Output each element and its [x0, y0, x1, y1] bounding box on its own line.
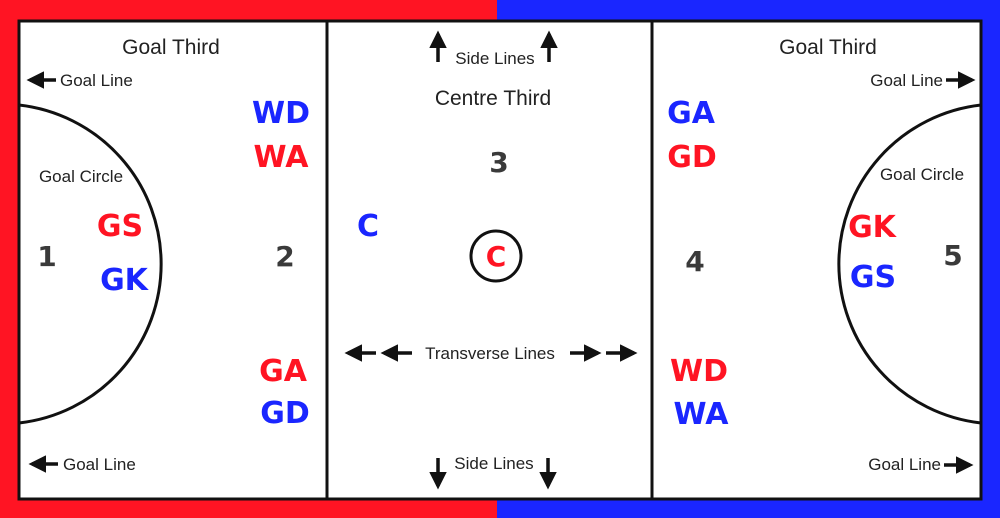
zone-number-4: 4 — [685, 245, 704, 278]
side-lines-top-label: Side Lines — [455, 49, 534, 68]
right-goal-circle-label: Goal Circle — [880, 165, 964, 184]
left-goal-line-bottom-label: Goal Line — [63, 455, 136, 474]
position-gk-right: GK — [848, 210, 898, 245]
position-gk-left: GK — [100, 263, 150, 298]
zone-number-3: 3 — [489, 146, 508, 179]
position-wa-right: WA — [674, 397, 730, 432]
goal-circle-left-arc — [18, 103, 163, 425]
goal-circle-right-arc — [837, 103, 982, 425]
position-gs-right: GS — [850, 260, 896, 295]
position-wa-left: WA — [254, 140, 310, 175]
centre-third-title: Centre Third — [435, 87, 551, 110]
position-gs-left: GS — [97, 209, 143, 244]
zone-number-2: 2 — [275, 240, 294, 273]
position-gd-left: GD — [260, 396, 310, 431]
court-surface — [17, 19, 983, 501]
left-third-title: Goal Third — [122, 36, 220, 59]
zone-number-5: 5 — [943, 239, 962, 272]
right-goal-line-top-label: Goal Line — [870, 71, 943, 90]
centre-circle — [469, 229, 523, 283]
left-goal-line-top-label: Goal Line — [60, 71, 133, 90]
position-ga-right: GA — [667, 96, 716, 131]
position-c-left: C — [357, 209, 379, 244]
zone-number-1: 1 — [37, 240, 56, 273]
position-ga-left: GA — [259, 354, 308, 389]
position-c-centre: C — [486, 240, 507, 273]
position-wd-right: WD — [670, 354, 728, 389]
position-wd-left: WD — [252, 96, 310, 131]
right-third-title: Goal Third — [779, 36, 877, 59]
side-lines-bottom-label: Side Lines — [454, 454, 533, 473]
left-goal-circle-label: Goal Circle — [39, 167, 123, 186]
right-goal-line-bottom-label: Goal Line — [868, 455, 941, 474]
position-gd-right: GD — [667, 140, 717, 175]
transverse-lines-label: Transverse Lines — [425, 344, 555, 363]
